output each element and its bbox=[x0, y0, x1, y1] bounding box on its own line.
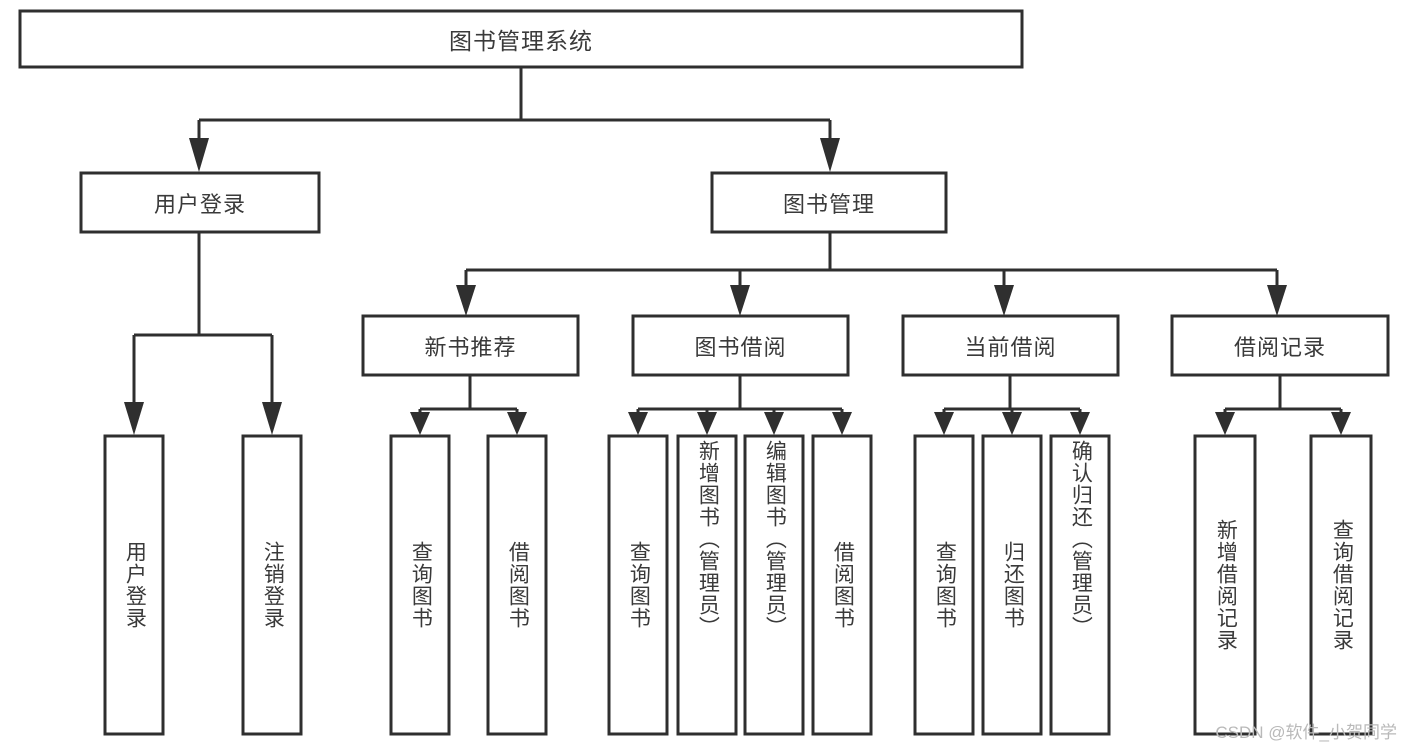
connector-book-borrow-to-leaves bbox=[628, 375, 852, 435]
leaf-current-borrow-2-box[interactable] bbox=[1049, 434, 1111, 736]
arrow-head-icon bbox=[764, 412, 784, 435]
leaf-new-book-0-box[interactable] bbox=[389, 434, 451, 736]
arrow-head-icon bbox=[1002, 412, 1022, 435]
arrow-head-icon bbox=[507, 412, 527, 435]
arrow-head-icon bbox=[1215, 412, 1235, 435]
arrow-head-icon bbox=[410, 412, 430, 435]
arrow-head-icon bbox=[1331, 412, 1351, 435]
node-book-borrow-box[interactable] bbox=[631, 314, 850, 377]
arrow-head-icon bbox=[832, 412, 852, 435]
csdn-watermark: CSDN @软件_小贺同学 bbox=[1215, 723, 1397, 742]
connector-current-borrow-to-leaves bbox=[934, 375, 1090, 435]
arrow-head-icon bbox=[262, 402, 282, 435]
connector-borrow-record-to-leaves bbox=[1215, 375, 1351, 435]
node-user-login-box[interactable] bbox=[79, 171, 321, 234]
leaf-borrow-record-1-box[interactable] bbox=[1309, 434, 1373, 736]
leaf-new-book-1-box[interactable] bbox=[486, 434, 548, 736]
connector-book-management-to-level2 bbox=[456, 232, 1287, 316]
leaf-book-borrow-0-box[interactable] bbox=[607, 434, 669, 736]
arrow-head-icon bbox=[994, 285, 1014, 316]
node-new-book-recommend-box[interactable] bbox=[361, 314, 580, 377]
node-book-management-box[interactable] bbox=[710, 171, 948, 234]
node-root-box[interactable] bbox=[18, 9, 1024, 69]
arrow-head-icon bbox=[456, 285, 476, 316]
leaf-book-borrow-3-box[interactable] bbox=[811, 434, 873, 736]
arrow-head-icon bbox=[934, 412, 954, 435]
connector-user-login-to-leaves bbox=[124, 232, 282, 435]
leaf-user-login-1-box[interactable] bbox=[241, 434, 303, 736]
arrow-head-icon bbox=[820, 138, 840, 172]
arrow-head-icon bbox=[730, 285, 750, 316]
node-current-borrow-box[interactable] bbox=[901, 314, 1120, 377]
leaf-current-borrow-0-box[interactable] bbox=[913, 434, 975, 736]
arrow-head-icon bbox=[124, 402, 144, 435]
arrow-head-icon bbox=[697, 412, 717, 435]
arrow-head-icon bbox=[628, 412, 648, 435]
node-borrow-record-box[interactable] bbox=[1170, 314, 1390, 377]
arrow-head-icon bbox=[189, 138, 209, 172]
connector-new-book-to-leaves bbox=[410, 375, 527, 435]
leaf-borrow-record-0-box[interactable] bbox=[1193, 434, 1257, 736]
leaf-book-borrow-1-box[interactable] bbox=[676, 434, 738, 736]
arrow-head-icon bbox=[1070, 412, 1090, 435]
leaf-current-borrow-1-box[interactable] bbox=[981, 434, 1043, 736]
leaf-user-login-0-box[interactable] bbox=[103, 434, 165, 736]
arrow-head-icon bbox=[1267, 285, 1287, 316]
connector-root-to-level1 bbox=[189, 67, 840, 172]
leaf-book-borrow-2-box[interactable] bbox=[743, 434, 805, 736]
